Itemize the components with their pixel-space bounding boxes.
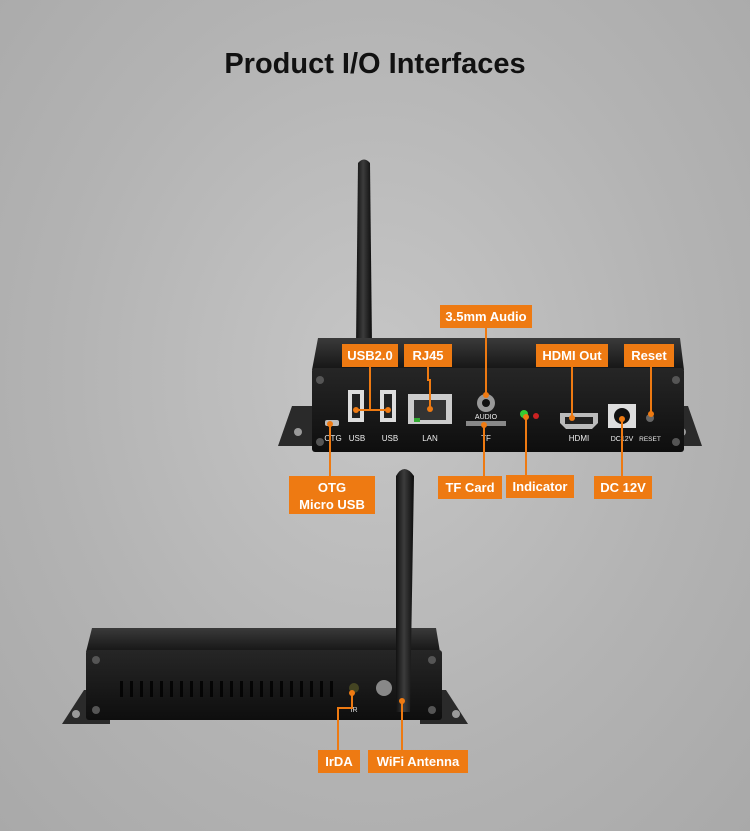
label-indicator: Indicator [506,475,574,498]
silk-usb-2: USB [382,434,398,443]
label-tf-card: TF Card [438,476,502,499]
left-flange [278,406,320,446]
silk-reset: RESET [639,436,661,443]
page-title: Product I/O Interfaces [224,48,526,80]
label-otg: OTG Micro USB [289,476,375,514]
label-rj45: RJ45 [404,344,452,367]
vent-slots [120,681,333,697]
label-otg-line1: OTG [317,480,347,495]
silk-hdmi: HDMI [569,434,589,443]
silk-audio: AUDIO [475,414,498,421]
silk-ir: IR [351,707,358,714]
callout-lines [329,325,652,750]
label-hdmi-out: HDMI Out [536,344,608,367]
indicator-led-red [533,413,539,419]
label-reset: Reset [624,344,674,367]
label-usb: USB2.0 [342,344,398,367]
top-antenna [356,159,372,345]
silk-tf: TF [481,434,491,443]
antenna-connector [376,680,392,696]
label-otg-line2: Micro USB [299,497,365,512]
silk-otg: OTG [324,434,341,443]
bottom-antenna [396,469,414,712]
label-wifi-antenna: WiFi Antenna [368,750,468,773]
silk-lan: LAN [422,434,438,443]
bottom-device: IR [62,469,468,724]
label-irda: IrDA [318,750,360,773]
label-audio: 3.5mm Audio [440,305,532,328]
top-front-panel [312,368,684,452]
silk-usb-1: USB [349,434,365,443]
label-dc: DC 12V [594,476,652,499]
